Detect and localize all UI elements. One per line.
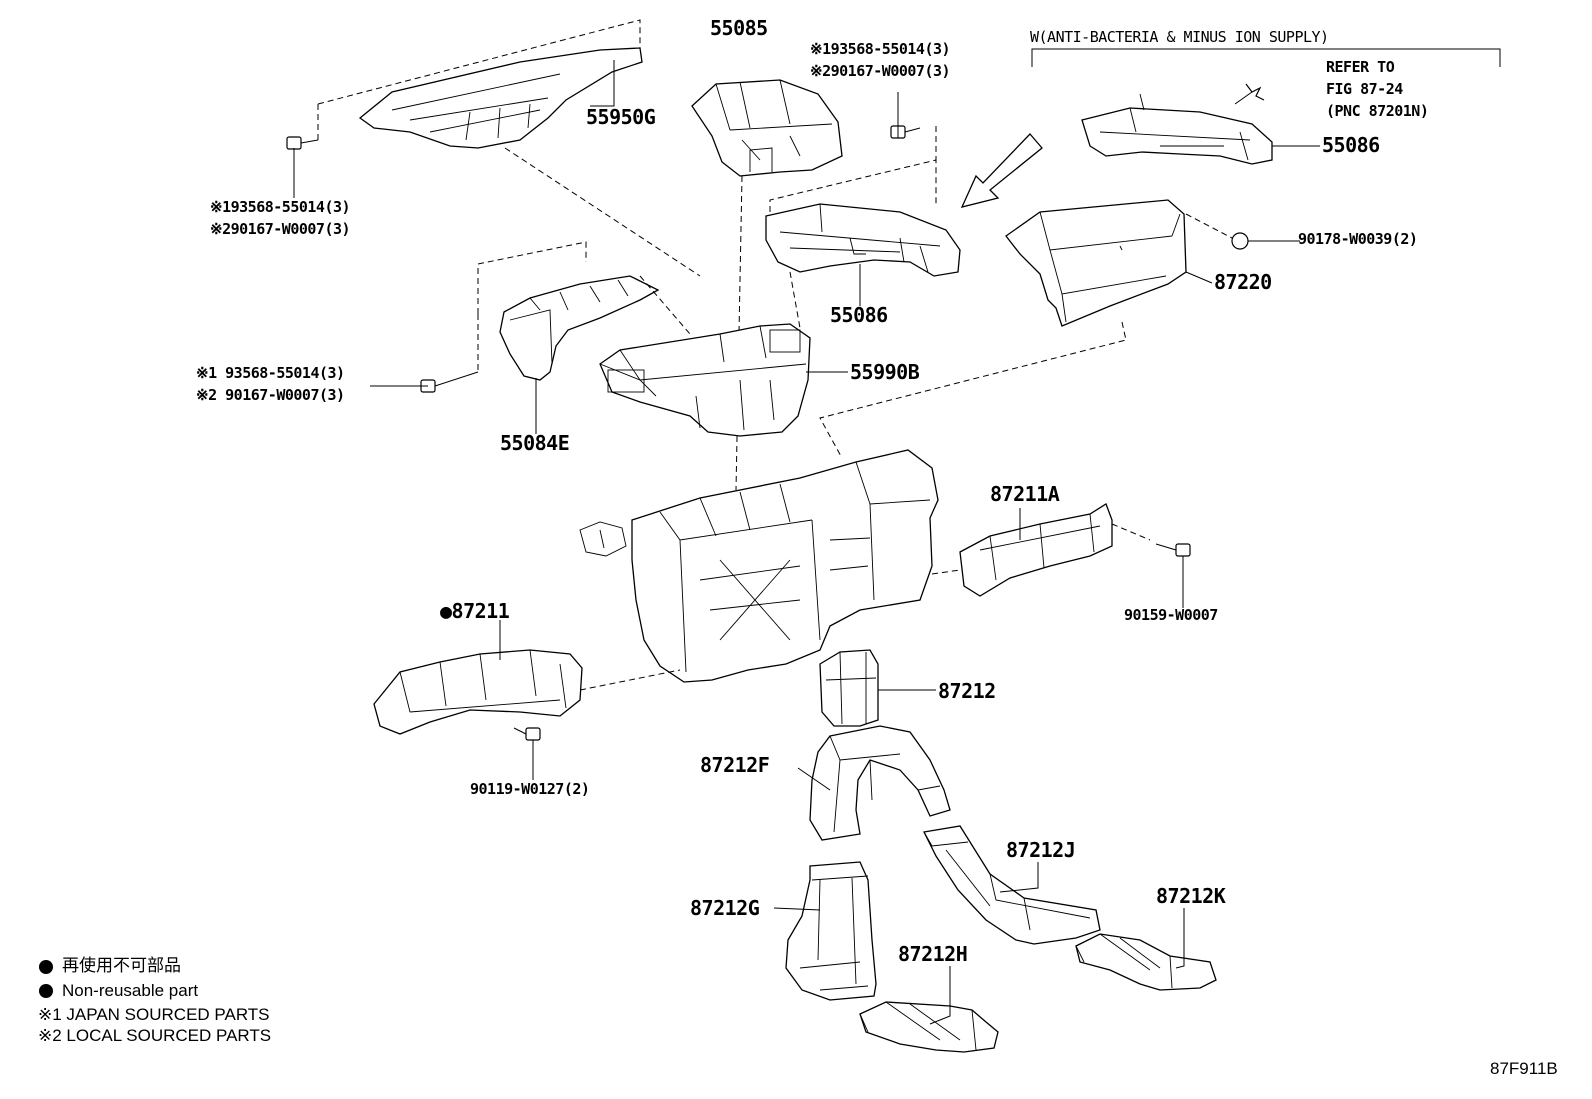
fastener-label: ※2 90167-W0007(3) xyxy=(196,386,345,404)
part-label-87212: 87212 xyxy=(938,679,996,703)
figure-code: 87F911B xyxy=(1490,1059,1558,1078)
leader-lines xyxy=(293,60,1320,1025)
part-label-55085: 55085 xyxy=(710,16,768,40)
part-label-55990b: 55990B xyxy=(850,360,920,384)
part-label-87212j: 87212J xyxy=(1006,838,1076,862)
direction-arrow xyxy=(960,133,1043,208)
fastener-label: ※193568-55014(3) xyxy=(210,198,351,216)
part-label-87212k: 87212K xyxy=(1156,884,1226,908)
bolt-icon xyxy=(1155,543,1191,557)
part-87220-drawing xyxy=(819,199,1187,459)
part-label-87212h: 87212H xyxy=(898,942,968,966)
part-label-87211a: 87211A xyxy=(990,482,1060,506)
part-87212-drawing xyxy=(819,649,879,727)
variant-note: W(ANTI-BACTERIA & MINUS ION SUPPLY) xyxy=(1030,28,1329,46)
part-label-87220: 87220 xyxy=(1214,270,1272,294)
fastener-label: 90178-W0039(2) xyxy=(1298,230,1418,248)
part-87212f-drawing xyxy=(809,725,951,841)
fastener-label: 90119-W0127(2) xyxy=(470,780,590,798)
fastener-label: ※193568-55014(3) xyxy=(810,40,951,58)
variant-bracket xyxy=(1031,48,1501,67)
part-55084e-drawing xyxy=(477,241,691,381)
part-55990b-drawing xyxy=(599,323,811,437)
part-label-55084e: 55084E xyxy=(500,431,570,455)
non-reusable-bullet-icon xyxy=(39,960,53,974)
legend-non-reusable-jp: 再使用不可部品 xyxy=(62,956,181,976)
bolt-icon xyxy=(286,136,319,150)
bolt-icon xyxy=(890,125,921,139)
fastener-label: ※1 93568-55014(3) xyxy=(196,364,345,382)
fastener-label: ※290167-W0007(3) xyxy=(810,62,951,80)
part-87212j-drawing xyxy=(923,825,1101,945)
part-55086-variant-drawing xyxy=(1081,83,1273,165)
refer-note-line-1: REFER TO xyxy=(1326,58,1395,76)
part-label-87211: ●87211 xyxy=(440,599,510,623)
part-87212g-drawing xyxy=(785,861,877,1001)
refer-note-line-2: FIG 87-24 xyxy=(1326,80,1403,98)
bolt-icon xyxy=(420,371,479,393)
fastener-label: 90159-W0007 xyxy=(1124,606,1218,624)
part-label-55086-main: 55086 xyxy=(830,303,888,327)
legend-non-reusable-en: Non-reusable part xyxy=(62,981,199,1000)
part-87211a-drawing xyxy=(931,503,1151,597)
part-55950g-drawing xyxy=(317,19,701,277)
hvac-unit-drawing xyxy=(579,449,939,691)
part-87212k-drawing xyxy=(1075,933,1217,991)
non-reusable-bullet-icon xyxy=(39,984,53,998)
part-87211-drawing xyxy=(373,649,583,735)
legend-note-2: ※2 LOCAL SOURCED PARTS xyxy=(38,1026,272,1045)
part-label-87212f: 87212F xyxy=(700,753,770,777)
part-label-87212g: 87212G xyxy=(690,896,760,920)
clip-icon xyxy=(1185,213,1249,250)
part-87212h-drawing xyxy=(859,1001,999,1053)
fastener-label: ※290167-W0007(3) xyxy=(210,220,351,238)
refer-note-line-3: (PNC 87201N) xyxy=(1326,102,1429,120)
part-55085-drawing xyxy=(691,79,843,491)
bolt-icon xyxy=(513,727,541,741)
part-55086-main-drawing xyxy=(765,126,961,329)
legend-note-1: ※1 JAPAN SOURCED PARTS xyxy=(38,1005,270,1024)
part-label-55950g: 55950G xyxy=(586,105,656,129)
part-label-55086-variant: 55086 xyxy=(1322,133,1380,157)
